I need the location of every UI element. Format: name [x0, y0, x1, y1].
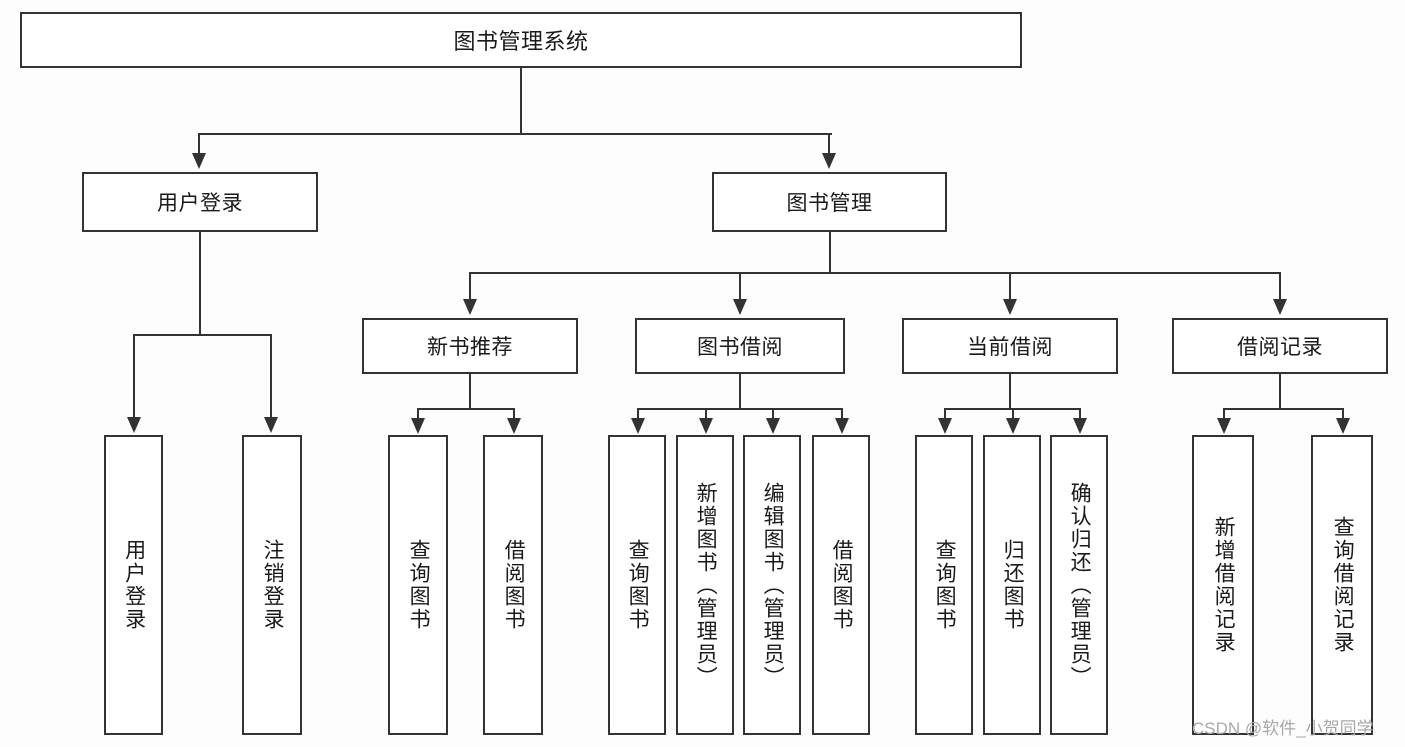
arrow-new-book-to-leaf-2 [507, 418, 521, 434]
arrow-book-borrow-to-leaf-4 [835, 418, 849, 434]
connector-new-book-drop-1 [417, 408, 419, 419]
connector-new-book-stem [469, 374, 471, 409]
leaf-current-borrow-query[interactable]: 查询图书 [915, 435, 973, 735]
arrow-book-manage-to-borrow [733, 299, 747, 315]
connector-book-borrow-drop-1 [637, 408, 639, 419]
connector-book-manage-drop-1 [469, 272, 471, 300]
connector-user-login-drop-2 [270, 334, 272, 418]
arrow-user-login-to-leaf-2 [264, 417, 278, 433]
connector-current-borrow-drop-1 [944, 408, 946, 419]
node-book-manage[interactable]: 图书管理 [712, 172, 947, 232]
connector-current-borrow-drop-3 [1079, 408, 1081, 419]
leaf-borrow-record-add[interactable]: 新增借阅记录 [1192, 435, 1254, 735]
leaf-borrow-record-query[interactable]: 查询借阅记录 [1311, 435, 1373, 735]
connector-root-drop-2 [828, 133, 830, 155]
connector-book-manage-stem [829, 232, 831, 274]
arrow-book-borrow-to-leaf-1 [631, 418, 645, 434]
arrow-new-book-to-leaf-1 [411, 418, 425, 434]
arrow-current-borrow-to-leaf-1 [938, 418, 952, 434]
connector-current-borrow-drop-2 [1012, 408, 1014, 419]
leaf-book-borrow-borrow[interactable]: 借阅图书 [812, 435, 870, 735]
connector-root-drop-1 [198, 133, 200, 155]
connector-root-stem [520, 68, 522, 134]
arrow-current-borrow-to-leaf-3 [1073, 418, 1087, 434]
leaf-user-login-logout[interactable]: 注销登录 [242, 435, 302, 735]
connector-user-login-drop-1 [133, 334, 135, 418]
arrow-user-login-to-leaf-1 [127, 417, 141, 433]
arrow-root-to-book-manage [822, 153, 836, 169]
connector-book-borrow-drop-2 [705, 408, 707, 419]
arrow-book-borrow-to-leaf-2 [699, 418, 713, 434]
arrow-book-manage-to-new-book [463, 299, 477, 315]
arrow-book-manage-to-record [1273, 299, 1287, 315]
connector-root-bus [198, 133, 832, 135]
leaf-user-login-login[interactable]: 用户登录 [104, 435, 163, 735]
connector-current-borrow-bus [944, 408, 1079, 410]
connector-book-manage-drop-4 [1279, 272, 1281, 300]
connector-book-borrow-stem [739, 374, 741, 409]
node-new-book-recommend[interactable]: 新书推荐 [362, 318, 578, 374]
leaf-new-book-query[interactable]: 查询图书 [388, 435, 448, 735]
connector-book-borrow-drop-4 [841, 408, 843, 419]
node-root-system[interactable]: 图书管理系统 [20, 12, 1022, 68]
connector-borrow-record-drop-1 [1223, 408, 1225, 419]
arrow-book-manage-to-current [1003, 299, 1017, 315]
arrow-book-borrow-to-leaf-3 [766, 418, 780, 434]
node-book-borrow[interactable]: 图书借阅 [635, 318, 845, 374]
leaf-new-book-borrow[interactable]: 借阅图书 [483, 435, 543, 735]
connector-new-book-drop-2 [513, 408, 515, 419]
connector-user-login-stem [199, 232, 201, 335]
connector-book-borrow-bus [637, 408, 842, 410]
leaf-current-borrow-confirm[interactable]: 确认归还（管理员） [1050, 435, 1108, 735]
leaf-book-borrow-edit[interactable]: 编辑图书（管理员） [743, 435, 801, 735]
connector-borrow-record-bus [1223, 408, 1342, 410]
connector-user-login-bus [133, 334, 270, 336]
arrow-root-to-user-login [192, 153, 206, 169]
arrow-borrow-record-to-leaf-2 [1336, 418, 1350, 434]
connector-book-manage-drop-2 [739, 272, 741, 300]
leaf-current-borrow-return[interactable]: 归还图书 [983, 435, 1041, 735]
connector-borrow-record-drop-2 [1342, 408, 1344, 419]
arrow-borrow-record-to-leaf-1 [1217, 418, 1231, 434]
node-borrow-record[interactable]: 借阅记录 [1172, 318, 1388, 374]
node-user-login[interactable]: 用户登录 [82, 172, 318, 232]
node-current-borrow[interactable]: 当前借阅 [902, 318, 1118, 374]
connector-borrow-record-stem [1279, 374, 1281, 409]
connector-new-book-bus [417, 408, 513, 410]
connector-book-manage-bus [469, 272, 1280, 274]
arrow-current-borrow-to-leaf-2 [1006, 418, 1020, 434]
connector-book-manage-drop-3 [1009, 272, 1011, 300]
leaf-book-borrow-add[interactable]: 新增图书（管理员） [676, 435, 734, 735]
connector-book-borrow-drop-3 [772, 408, 774, 419]
leaf-book-borrow-query[interactable]: 查询图书 [608, 435, 666, 735]
connector-current-borrow-stem [1009, 374, 1011, 409]
